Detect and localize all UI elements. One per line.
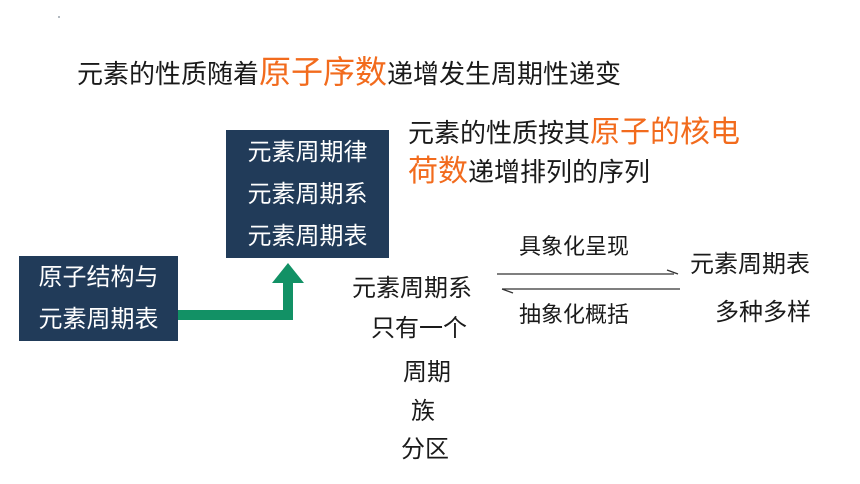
system-description: 元素的性质按其原子的核电 荷数递增排列的序列 [408, 114, 740, 192]
description-highlight-1: 原子的核电 [590, 115, 741, 150]
concept-system: 元素周期系 [247, 180, 368, 208]
headline-prefix: 元素的性质随着 [77, 60, 260, 90]
description-line-2: 荷数递增排列的序列 [408, 153, 740, 192]
connector-arrow-head [272, 263, 304, 283]
backward-relation-label: 抽象化概括 [519, 303, 630, 328]
headline-highlight: 原子序数 [259, 53, 388, 91]
concept-table: 元素周期表 [247, 222, 368, 250]
system-note: 只有一个 [371, 314, 467, 342]
headline: 元素的性质随着原子序数递增发生周期性递变 [77, 52, 621, 95]
description-suffix: 递增排列的序列 [468, 158, 651, 188]
periodic-concepts-box: 元素周期律 元素周期系 元素周期表 [226, 130, 389, 258]
decor-dot [58, 16, 60, 18]
description-prefix: 元素的性质按其 [408, 119, 591, 149]
backward-arrow-head [501, 288, 514, 294]
connector-arrow-shaft [178, 282, 293, 320]
forward-relation-label: 具象化呈现 [519, 235, 630, 260]
chapter-title-line-2: 元素周期表 [38, 305, 159, 333]
table-label: 元素周期表 [690, 250, 810, 278]
component-period: 周期 [403, 358, 451, 386]
forward-arrow-head [666, 269, 679, 275]
component-group: 族 [411, 397, 435, 425]
description-line-1: 元素的性质按其原子的核电 [408, 114, 740, 153]
system-label: 元素周期系 [352, 274, 472, 302]
description-highlight-2: 荷数 [408, 154, 468, 189]
chapter-title-box: 原子结构与 元素周期表 [19, 256, 178, 341]
component-block: 分区 [401, 435, 449, 463]
headline-suffix: 递增发生周期性递变 [387, 60, 622, 90]
table-note: 多种多样 [715, 298, 811, 326]
chapter-title-line-1: 原子结构与 [38, 263, 159, 291]
concept-law: 元素周期律 [247, 138, 368, 166]
